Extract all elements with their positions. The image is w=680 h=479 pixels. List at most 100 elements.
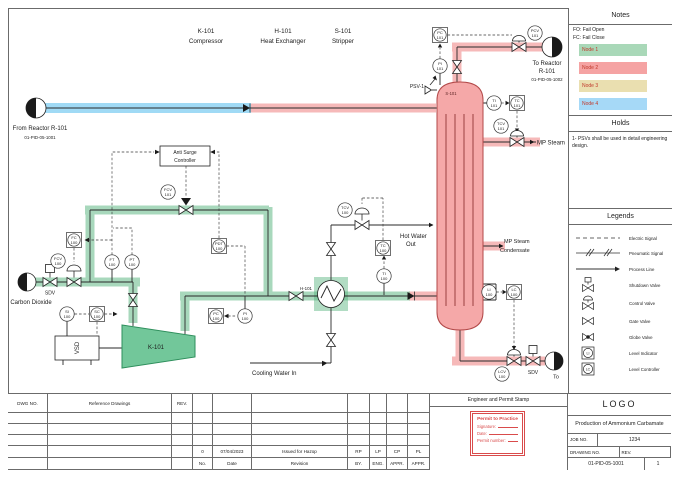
control-valve-lcv100 (506, 349, 522, 367)
rev-empty-cell (370, 394, 387, 413)
svg-text:PC: PC (437, 30, 443, 35)
gate-valve-overhead (451, 60, 463, 74)
node-badge-3: Node 3 (579, 80, 647, 92)
svg-text:LI: LI (487, 287, 490, 292)
legend-shutdown-valve: Shutdown Valve (574, 277, 670, 293)
rev-empty-cell (213, 394, 252, 413)
rev-empty-cell (408, 413, 430, 424)
rev-empty-cell (408, 424, 430, 435)
flow-arrows (84, 43, 535, 367)
rev-footer-cell: APPR. (387, 458, 408, 470)
stamp-section: Engineer and Permit Stamp Permit to Prac… (430, 394, 568, 470)
rev-empty-cell (348, 413, 370, 424)
relief-valve-psv1 (424, 75, 437, 95)
valves (42, 35, 541, 367)
ref-empty-cell (172, 458, 193, 470)
ref-empty-cell (8, 424, 48, 435)
drawing-value-row: 01-PID-05-1001 1 (568, 458, 671, 470)
ref-header-cell: REV. (172, 394, 193, 413)
stripper-vessel: S-101 (436, 81, 484, 331)
note-fc: FC: Fail Close (573, 34, 605, 41)
rev-footer-cell: APPR. (408, 458, 430, 470)
rev-empty-cell (252, 435, 348, 446)
permit-stamp: Permit to Practice Signature: Date: Perm… (470, 411, 525, 456)
svg-text:101: 101 (437, 35, 444, 40)
svg-text:TC: TC (514, 98, 519, 103)
permit-stamp-title: Permit to Practice (477, 417, 518, 422)
node-badge-1: Node 1 (579, 44, 647, 56)
header-s101-tag: S-101 (335, 28, 352, 35)
svg-text:PI: PI (438, 61, 442, 66)
stamp-header: Engineer and Permit Stamp (430, 394, 567, 407)
ref-empty-cell (48, 413, 172, 424)
rev-footer-cell: Date (213, 458, 252, 470)
rev-entry-cell: 0 (193, 446, 213, 458)
rev-empty-cell (370, 424, 387, 435)
svg-text:SI: SI (65, 309, 69, 314)
svg-text:101: 101 (165, 192, 172, 197)
svg-text:PI: PI (243, 311, 247, 316)
stripper-tag: S-101 (445, 91, 457, 96)
to-label: To (553, 375, 559, 381)
svg-text:100: 100 (216, 246, 223, 251)
connector-from-reactor (25, 97, 47, 119)
control-valve-tcv101 (509, 130, 525, 148)
node-badge-label: Node 3 (582, 83, 599, 89)
electric-signal-icon (576, 237, 620, 239)
ref-empty-cell (48, 424, 172, 435)
svg-text:FT: FT (110, 257, 115, 262)
rev-empty-cell (213, 413, 252, 424)
rev-empty-cell (348, 435, 370, 446)
control-valve-pcv101 (511, 35, 527, 53)
rev-empty-cell (408, 435, 430, 446)
node-badge-label: Node 4 (582, 101, 599, 107)
svg-text:100: 100 (381, 276, 388, 281)
company-block: LOGO Production of Ammonium Carbamate JO… (568, 394, 671, 470)
hot-water-label-1: Hot Water (400, 234, 427, 240)
job-row: JOB NO. 1234 (568, 434, 671, 447)
svg-text:Anti Surge: Anti Surge (173, 150, 197, 156)
svg-text:TCV: TCV (497, 121, 505, 126)
holds-body: 1- PSVs shall be used in detail engineer… (569, 132, 672, 208)
svg-text:101: 101 (532, 33, 539, 38)
offpage-connectors (17, 36, 564, 371)
rev-entry-cell: 07/04/2023 (213, 446, 252, 458)
svg-text:TC: TC (380, 243, 385, 248)
rev-footer-cell: No. (193, 458, 213, 470)
shutdown-valve-icon (582, 277, 594, 293)
rev-empty-cell (387, 435, 408, 446)
svg-text:FCV: FCV (164, 187, 172, 192)
svg-text:100: 100 (499, 374, 506, 379)
process-lines (36, 46, 545, 365)
header-s101-name: Stripper (332, 38, 354, 45)
svg-text:101: 101 (514, 103, 521, 108)
gate-valve-suction (127, 293, 139, 307)
svg-text:100: 100 (380, 248, 387, 253)
rev-footer-cell: ENG. (370, 458, 387, 470)
rev-footer-cell: Revision (252, 458, 348, 470)
svg-text:100: 100 (129, 262, 136, 267)
ref-empty-cell (48, 446, 172, 458)
ref-header-cell: DWG NO. (8, 394, 48, 413)
rev-empty-cell (193, 424, 213, 435)
process-line-icon (576, 266, 620, 272)
svg-text:101: 101 (498, 126, 505, 131)
svg-text:LCV: LCV (498, 369, 506, 374)
gate-valve-hot-water (325, 242, 337, 256)
gate-valve-cooling-water (325, 333, 337, 347)
signal-lines (73, 34, 518, 346)
svg-text:100: 100 (213, 316, 220, 321)
ref-empty-cell (172, 424, 193, 435)
